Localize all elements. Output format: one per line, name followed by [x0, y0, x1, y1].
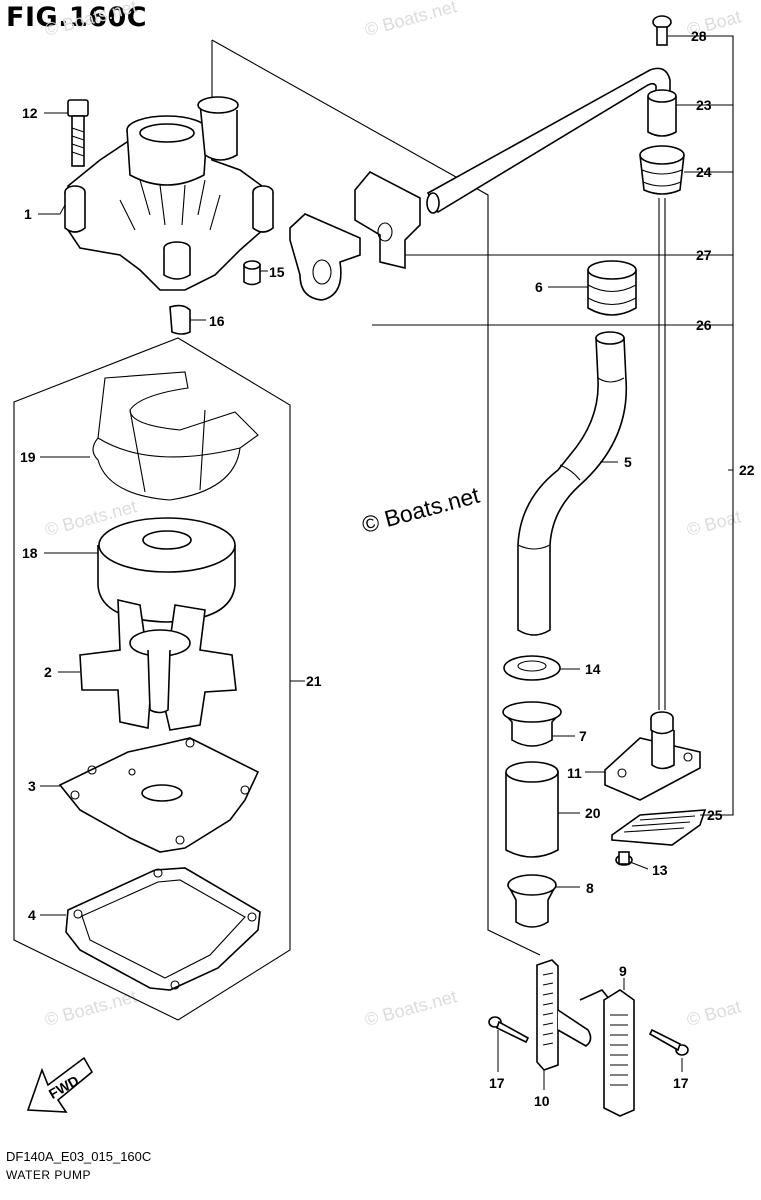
strainer-9 — [579, 989, 635, 1117]
callout: 9 — [619, 963, 627, 979]
sleeve-20 — [505, 761, 559, 858]
callout: 20 — [585, 805, 601, 821]
callout: 10 — [534, 1093, 550, 1109]
figure-title: FIG.160C — [6, 2, 148, 33]
callout: 8 — [586, 880, 594, 896]
callout: 6 — [535, 279, 543, 295]
callout: 27 — [696, 247, 712, 263]
tapping-screw-right — [648, 1028, 689, 1056]
tube-clamp — [289, 213, 361, 301]
impeller-housing — [97, 517, 236, 623]
grommet-24 — [639, 145, 685, 195]
key — [169, 304, 191, 335]
inlet-base — [604, 711, 701, 801]
leader-lines — [38, 35, 733, 1090]
callout: 25 — [707, 807, 723, 823]
hose — [517, 331, 628, 636]
grommet-23 — [647, 89, 677, 137]
bolt — [67, 99, 89, 167]
callout: 19 — [20, 449, 36, 465]
callout: 21 — [306, 673, 322, 689]
callout: 17 — [673, 1075, 689, 1091]
screw-top — [652, 15, 672, 46]
callout: 13 — [652, 862, 668, 878]
bushing-7 — [502, 701, 562, 747]
dowel-pin — [243, 260, 261, 286]
impeller — [79, 598, 237, 731]
callout: 22 — [739, 462, 755, 478]
bushing-8 — [507, 874, 557, 928]
tube-bracket — [354, 170, 421, 270]
callout: 18 — [22, 545, 38, 561]
callout: 16 — [209, 313, 225, 329]
water-tube — [426, 67, 671, 214]
bracket-22 — [372, 35, 734, 816]
drawing-code: DF140A_E03_015_160C — [6, 1149, 152, 1164]
tube-line — [658, 198, 666, 710]
fwd-arrow — [26, 1056, 94, 1113]
inlet-screen — [611, 809, 707, 846]
seal-14 — [503, 655, 561, 681]
kit-21-outline — [13, 337, 291, 1021]
callout: 2 — [44, 664, 52, 680]
screw-13 — [615, 851, 633, 866]
callout: 15 — [269, 264, 285, 280]
callout: 28 — [691, 28, 707, 44]
callout: 17 — [489, 1075, 505, 1091]
pump-case — [64, 96, 274, 291]
pump-liner — [92, 371, 259, 501]
tapping-screw-left — [488, 1016, 530, 1044]
callouts: 12 1 15 16 19 18 2 21 3 4 28 23 24 27 26… — [20, 28, 755, 1109]
callout: 12 — [22, 105, 38, 121]
callout: 11 — [567, 765, 582, 781]
callout: 7 — [579, 728, 587, 744]
callout: 3 — [28, 778, 36, 794]
callout: 5 — [624, 454, 632, 470]
callout: 24 — [696, 164, 712, 180]
gasket — [65, 867, 261, 991]
figure-subtitle: WATER PUMP — [6, 1168, 91, 1182]
pump-plate — [58, 737, 260, 853]
callout: 1 — [24, 206, 32, 222]
holder-10 — [536, 959, 592, 1071]
grommet-6 — [587, 260, 637, 316]
callout: 14 — [585, 661, 601, 677]
callout: 23 — [696, 97, 712, 113]
callout: 26 — [696, 317, 712, 333]
callout: 4 — [28, 907, 36, 923]
